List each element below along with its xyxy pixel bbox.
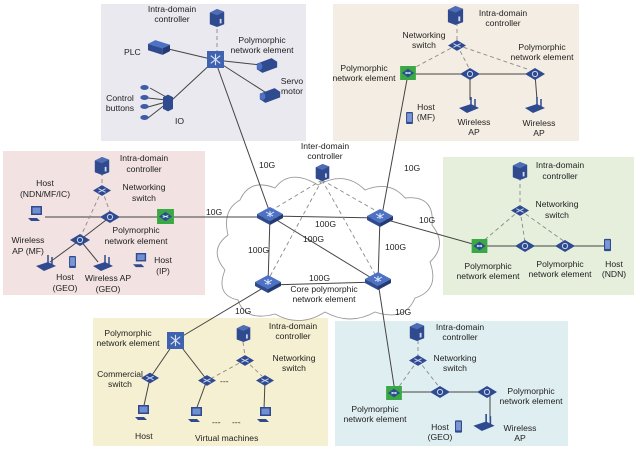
io-module-icon <box>163 94 173 112</box>
ellipsis: --- <box>220 376 229 386</box>
link-speed-label: 10G <box>235 306 252 316</box>
polymorphic-element-icon <box>157 209 174 224</box>
wireless-ap-geo-label: Wireless AP(GEO) <box>85 273 132 294</box>
host-ip-label: Host(IP) <box>154 255 172 276</box>
ellipsis: --- <box>232 417 241 427</box>
datacenter-pne-icon <box>167 332 184 349</box>
host-geo-label: Host(GEO) <box>53 272 78 293</box>
datacenter-intra-controller-icon <box>236 325 251 342</box>
bottom-right-intra-controller-icon <box>409 323 425 341</box>
plc-label: PLC <box>124 47 141 57</box>
control-button-icon <box>140 95 149 100</box>
virtual-machines-label: Virtual machines <box>195 433 258 443</box>
link-speed-label: 100G <box>309 273 330 283</box>
control-button-icon <box>140 85 149 90</box>
right-intra-controller-icon <box>512 162 528 180</box>
host-mf-label: Host(MF) <box>417 102 436 122</box>
host-geo-label: Host(GEO) <box>428 422 453 442</box>
industrial-pne-icon <box>207 51 224 68</box>
link-speed-label: 10G <box>404 163 421 173</box>
link-speed-label: 10G <box>395 307 412 317</box>
left-intra-controller-icon <box>94 157 110 175</box>
link-speed-label: 100G <box>315 219 336 229</box>
link-speed-label: 10G <box>259 160 276 170</box>
link-speed-label: 10G <box>419 215 436 225</box>
polymorphic-element-icon <box>471 239 488 253</box>
right-domain-panel <box>443 157 634 295</box>
link-speed-label: 100G <box>303 234 324 244</box>
polymorphic-element-icon <box>400 66 416 80</box>
host-tablet-icon <box>69 256 76 268</box>
industrial-domain-panel <box>101 4 306 141</box>
io-label: IO <box>175 116 184 126</box>
host-label: Host <box>135 431 153 441</box>
inter-domain-controller-icon <box>315 164 330 181</box>
host-tablet-icon <box>406 112 413 124</box>
campus-intra-controller-icon <box>447 6 464 25</box>
host-ndn-mf-ic-label: Host(NDN/MF/IC) <box>20 178 70 199</box>
bottom-right-domain-panel <box>335 321 568 446</box>
host-ndn-label: Host(NDN) <box>602 259 626 279</box>
host-tablet-icon <box>604 238 611 252</box>
control-button-icon <box>140 104 149 109</box>
host-tablet-icon <box>455 420 462 433</box>
link-speed-label: 100G <box>248 245 269 255</box>
control-button-icon <box>140 115 149 120</box>
industrial-intra-controller-icon <box>209 9 225 27</box>
link-speed-label: 10G <box>206 207 223 217</box>
ellipsis: --- <box>212 417 221 427</box>
link-speed-label: 100G <box>385 242 406 252</box>
polymorphic-element-icon <box>386 386 402 400</box>
